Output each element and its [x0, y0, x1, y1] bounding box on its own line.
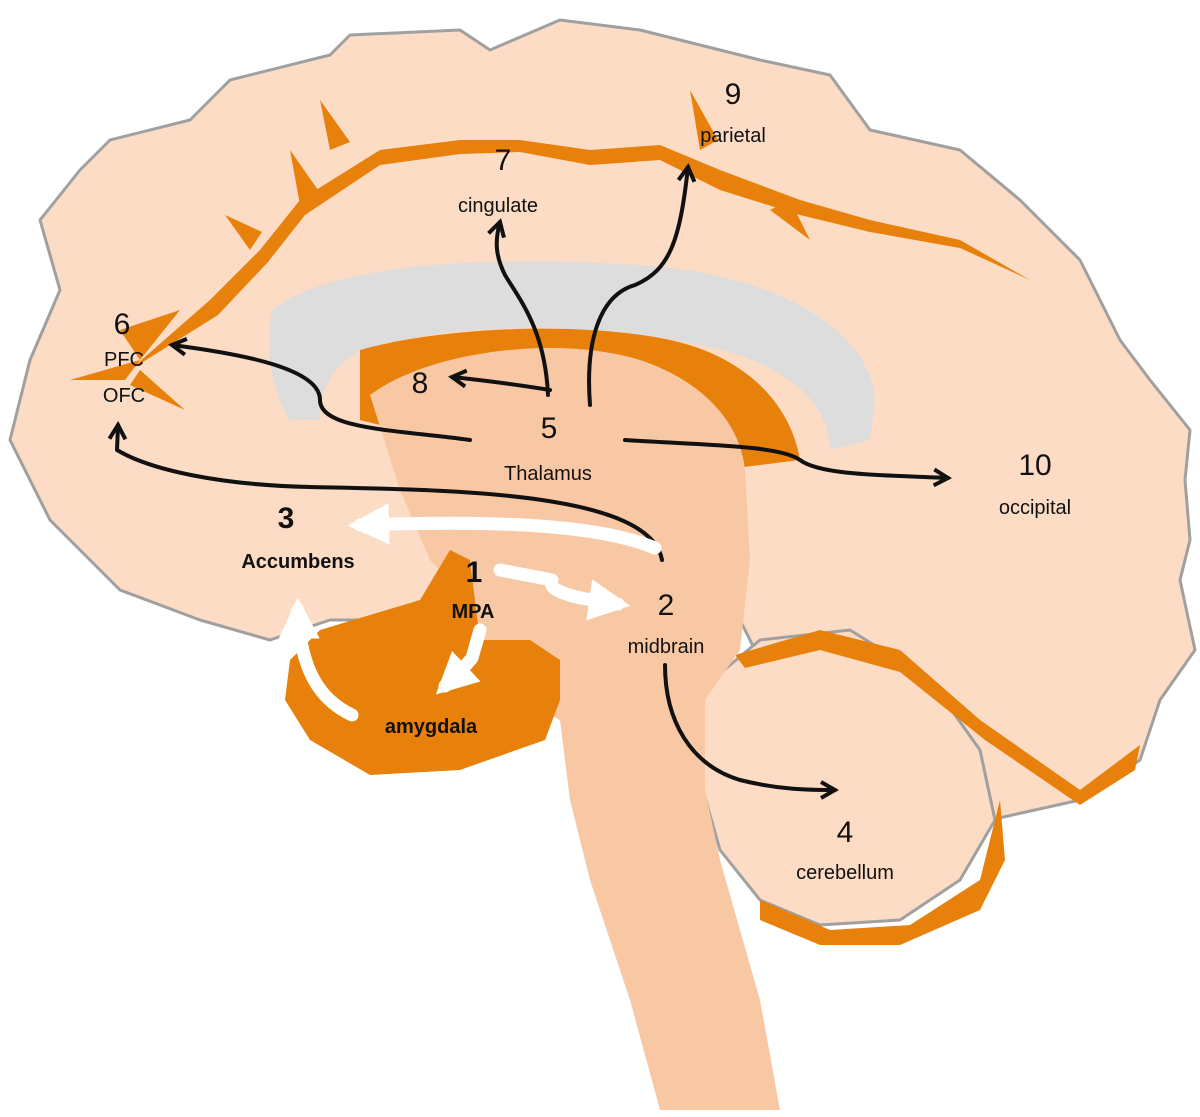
arrow-thalamus-to-pfc: [168, 336, 472, 442]
label-9-number: 9: [725, 78, 742, 111]
label-2-number: 2: [658, 589, 675, 622]
label-3-number: 3: [278, 502, 295, 535]
brainstem: [370, 347, 780, 1110]
arrow-mpa-to-amygdala: [435, 623, 487, 695]
label-7-number: 7: [495, 144, 512, 177]
label-pfc: PFC: [104, 349, 144, 371]
label-mpa: MPA: [452, 601, 495, 623]
arrow-mpa-to-midbrain: [493, 563, 631, 621]
arrow-amygdala-to-accumbens: [278, 597, 359, 722]
arrow-midbrain-to-accumbens: [347, 503, 662, 555]
cerebellum-border: [735, 630, 1140, 805]
label-parietal: parietal: [700, 125, 766, 147]
label-6-number: 6: [114, 308, 131, 341]
label-amygdala: amygdala: [385, 716, 478, 738]
label-cingulate: cingulate: [458, 195, 538, 217]
label-cerebellum: cerebellum: [796, 862, 894, 884]
label-ofc: OFC: [103, 385, 145, 407]
arrow-thalamus-to-cingulate: [487, 218, 550, 397]
cerebellum-shape: [698, 628, 997, 927]
label-5-number: 5: [541, 412, 558, 445]
black-arrows: [107, 162, 953, 800]
label-accumbens: Accumbens: [241, 551, 354, 573]
arrow-midbrain-to-ofc: [107, 420, 664, 562]
cerebellum-underside: [760, 800, 1005, 945]
label-8-number: 8: [412, 367, 429, 400]
label-4-number: 4: [837, 816, 854, 849]
arrow-thalamus-to-region8: [447, 368, 552, 392]
label-1-number: 1: [466, 556, 483, 589]
corpus-callosum: [269, 261, 875, 450]
label-midbrain: midbrain: [628, 636, 705, 658]
label-thalamus: Thalamus: [504, 463, 592, 485]
labels: 6 PFC OFC 7 cingulate 9 parietal 8 5 Tha…: [103, 78, 1071, 884]
arrow-thalamus-to-occipital: [623, 438, 953, 488]
amygdala-notch: [470, 560, 520, 640]
label-occipital: occipital: [999, 497, 1071, 519]
label-10-number: 10: [1018, 449, 1051, 482]
sulci: [70, 90, 1030, 410]
arrow-midbrain-to-cerebellum: [663, 663, 840, 800]
white-arrows: [278, 503, 662, 722]
arrow-thalamus-to-parietal: [587, 162, 697, 407]
